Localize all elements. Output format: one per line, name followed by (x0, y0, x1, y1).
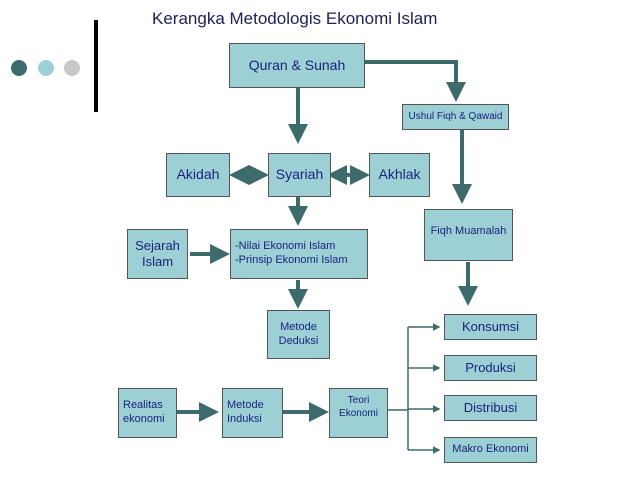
box-quran-sunah: Quran & Sunah (229, 43, 365, 88)
box-metode-induksi: Metode Induksi (222, 388, 283, 438)
decor-dot-light (38, 60, 54, 76)
box-konsumsi: Konsumsi (444, 314, 537, 340)
decor-vertical-bar (94, 20, 98, 112)
box-makro-ekonomi: Makro Ekonomi (444, 437, 537, 463)
decor-dot-dark (11, 60, 27, 76)
box-akidah: Akidah (166, 153, 230, 197)
slide-title: Kerangka Metodologis Ekonomi Islam (152, 9, 438, 28)
box-akhlak: Akhlak (369, 153, 430, 197)
box-produksi: Produksi (444, 355, 537, 381)
arrow-quran-ushul (365, 60, 466, 102)
box-distribusi: Distribusi (444, 395, 537, 421)
box-sejarah-islam: Sejarah Islam (127, 229, 188, 279)
box-teori-ekonomi: Teori Ekonomi (329, 388, 388, 438)
box-syariah: Syariah (268, 153, 331, 197)
box-fiqh-muamalah: Fiqh Muamalah (424, 209, 513, 261)
decor-dot-gray (64, 60, 80, 76)
box-realitas-ekonomi: Realitas ekonomi (118, 388, 177, 438)
box-metode-deduksi: Metode Deduksi (267, 310, 330, 359)
box-nilai-prinsip: -Nilai Ekonomi Islam -Prinsip Ekonomi Is… (230, 229, 368, 279)
branch-lines (388, 323, 441, 454)
box-ushul-fiqh-qawaid: Ushul Fiqh & Qawaid (402, 104, 509, 130)
